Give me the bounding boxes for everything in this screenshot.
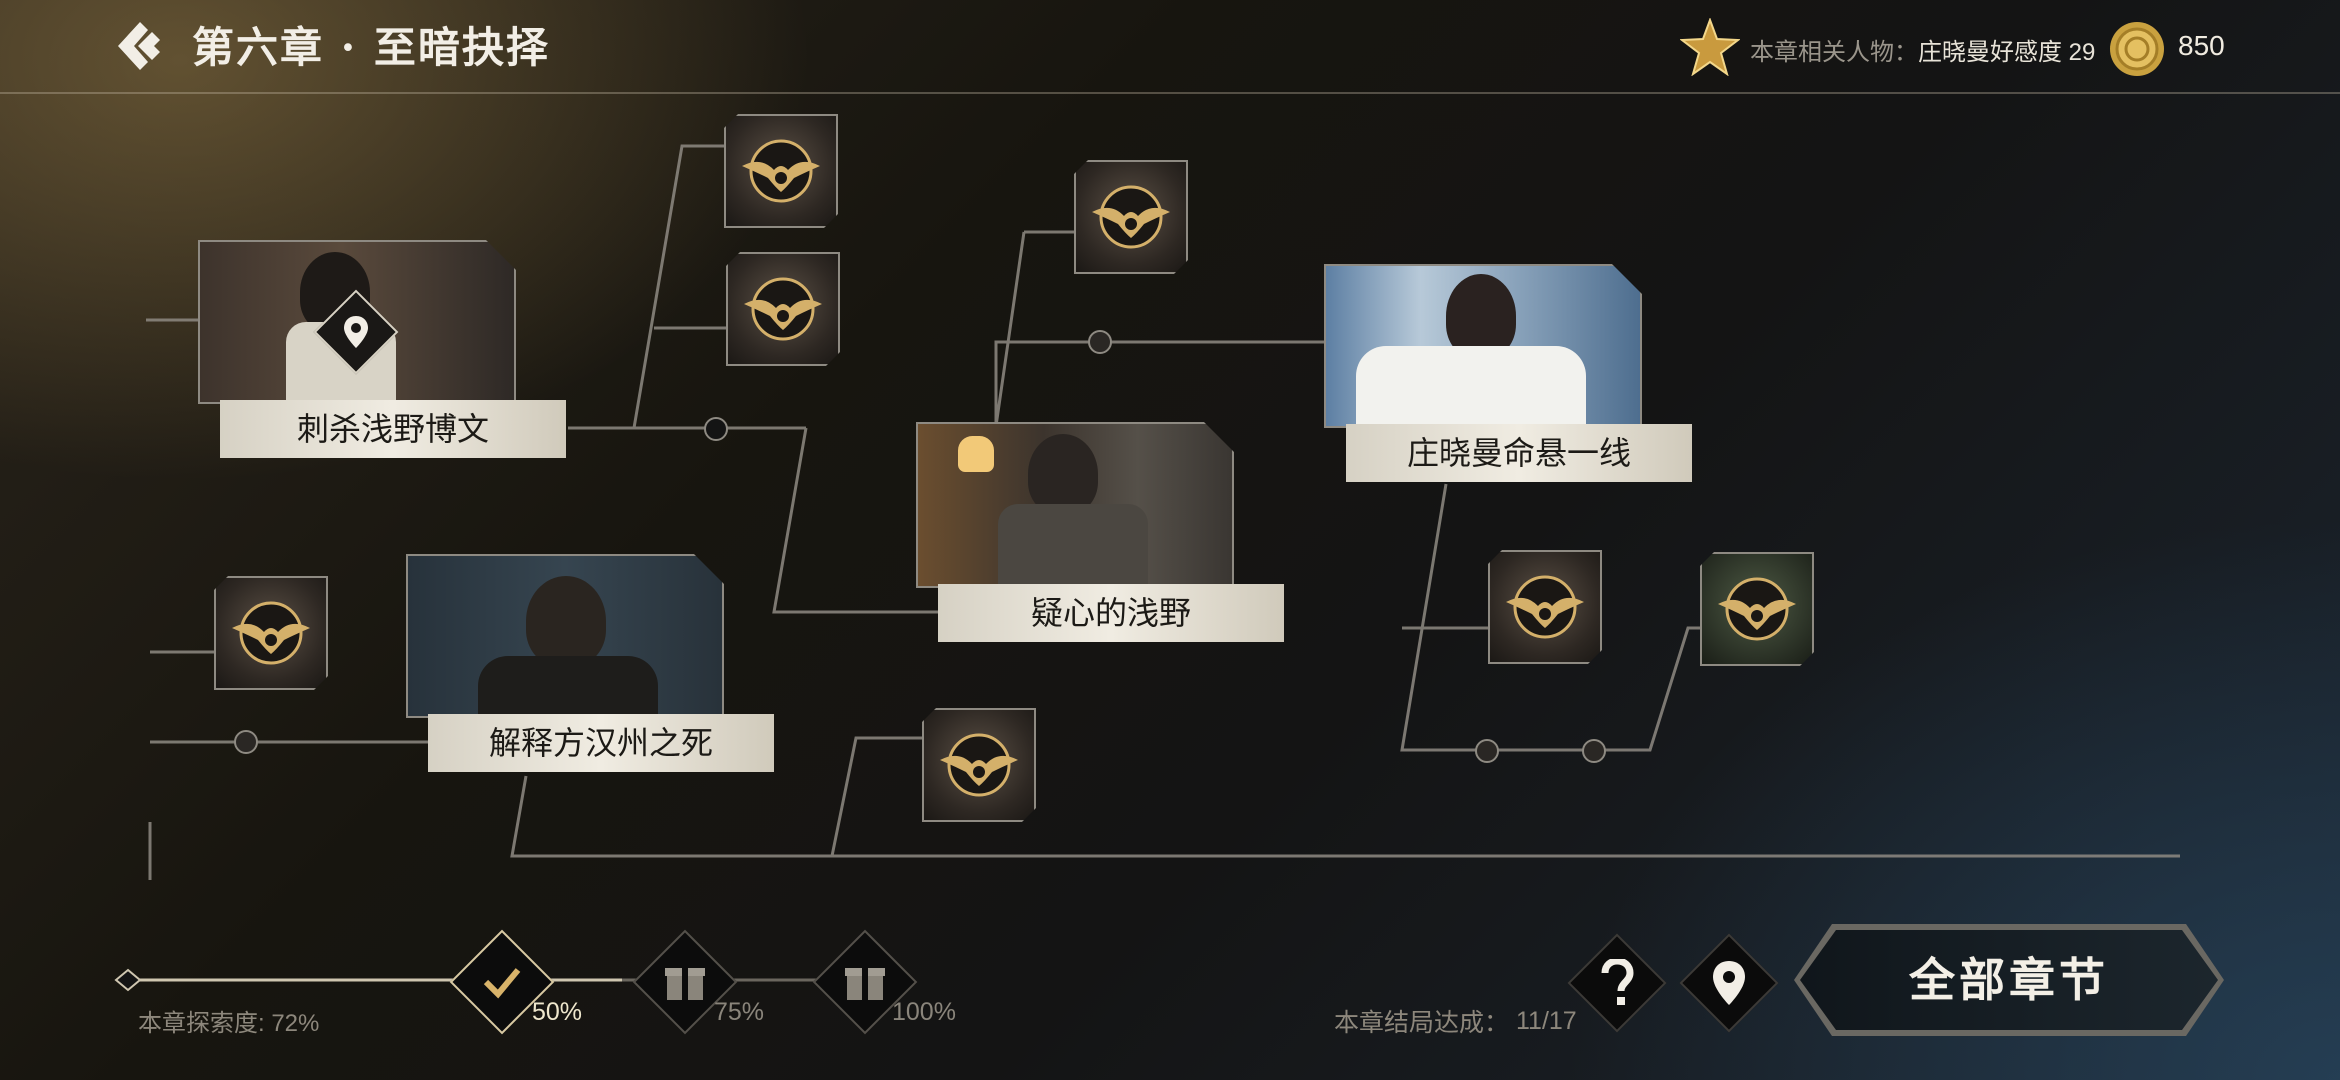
exploration-progress-label: 本章探索度: 72% (138, 1010, 320, 1037)
spider-emblem-icon (934, 720, 1024, 810)
all-chapters-button[interactable]: 全部章节 (1800, 930, 2218, 1030)
branch-junction (704, 417, 728, 441)
related-character-affinity: 本章相关人物：庄晓曼好感度 29 (1750, 32, 2095, 67)
star-icon (1680, 18, 1740, 76)
all-chapters-label: 全部章节 (1909, 953, 2109, 1007)
current-location-badge (313, 289, 399, 375)
question-mark-icon (1584, 950, 1650, 1016)
branch-junction (1475, 739, 1499, 763)
check-icon (467, 947, 537, 1017)
story-node-zhuang-in-danger[interactable]: 庄晓曼命悬一线 (1324, 264, 1694, 486)
spider-emblem-icon (1712, 564, 1802, 654)
story-node-suspicious-asano[interactable]: 疑心的浅野 (916, 422, 1286, 646)
locked-node[interactable] (726, 252, 840, 366)
story-node-image (406, 554, 724, 718)
story-node-explain-death[interactable]: 解释方汉州之死 (406, 554, 776, 776)
coin-amount: 850 (2178, 30, 2225, 61)
milestone-label: 75% (714, 998, 765, 1026)
locked-node[interactable] (214, 576, 328, 690)
spider-emblem-icon (226, 588, 316, 678)
story-node-label: 解释方汉州之死 (428, 714, 774, 772)
location-button[interactable] (1679, 933, 1779, 1033)
spider-emblem-icon (736, 126, 826, 216)
spider-emblem-icon (1086, 172, 1176, 262)
milestone-75[interactable] (632, 929, 738, 1035)
story-node-label: 疑心的浅野 (938, 584, 1284, 642)
milestone-label: 50% (532, 998, 583, 1026)
chapter-title: 第六章 · 至暗抉择 (192, 23, 550, 72)
story-node-label: 庄晓曼命悬一线 (1346, 424, 1692, 482)
location-pin-icon (1696, 950, 1762, 1016)
branch-junction (234, 730, 258, 754)
milestone-100[interactable] (812, 929, 918, 1035)
branch-junction (1582, 739, 1606, 763)
milestone-50[interactable] (449, 929, 555, 1035)
gift-icon (650, 947, 720, 1017)
relation-label: 本章相关人物： (1750, 39, 1918, 66)
milestone-label: 100% (892, 998, 956, 1026)
help-button[interactable] (1567, 933, 1667, 1033)
spider-emblem-icon (1500, 562, 1590, 652)
locked-node[interactable] (1700, 552, 1814, 666)
locked-node[interactable] (922, 708, 1036, 822)
gift-icon (830, 947, 900, 1017)
back-button[interactable] (112, 18, 172, 74)
coin-icon (2110, 22, 2164, 76)
locked-node[interactable] (1488, 550, 1602, 664)
spider-emblem-icon (738, 264, 828, 354)
endings-achieved-label: 本章结局达成： (1334, 1009, 1510, 1037)
story-node-image (916, 422, 1234, 588)
story-node-image (1324, 264, 1642, 428)
location-pin-icon (344, 316, 368, 348)
branch-junction (1088, 330, 1112, 354)
locked-node[interactable] (1074, 160, 1188, 274)
endings-achieved-count: 11/17 (1516, 1007, 1577, 1035)
relation-value: 庄晓曼好感度 29 (1918, 39, 2096, 66)
story-node-assassinate[interactable]: 刺杀浅野博文 (198, 240, 568, 462)
locked-node[interactable] (724, 114, 838, 228)
back-chevron-icon (118, 22, 160, 70)
top-bar: 第六章 · 至暗抉择 本章相关人物：庄晓曼好感度 29 850 (0, 0, 2340, 94)
story-node-label: 刺杀浅野博文 (220, 400, 566, 458)
